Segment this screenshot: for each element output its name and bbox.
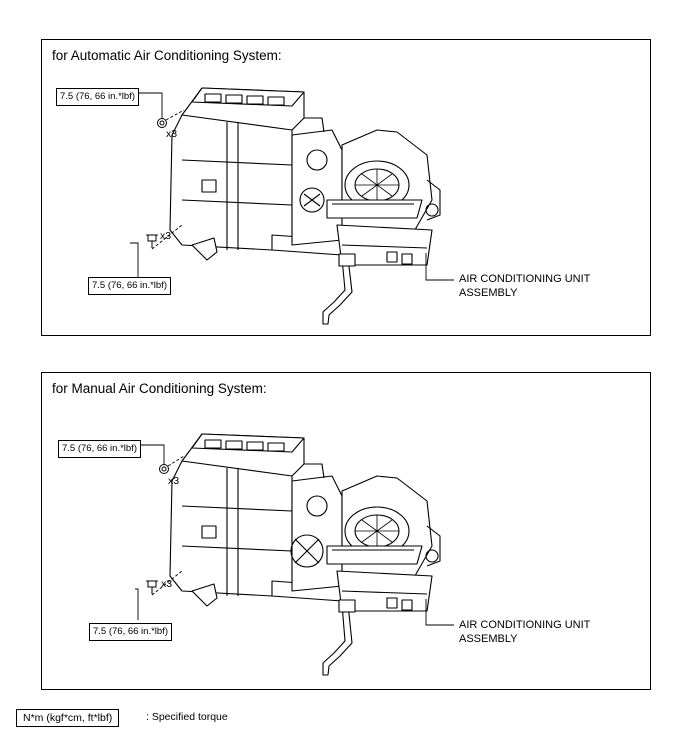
- upper-torque-spec: 7.5 (76, 66 in.*lbf): [56, 88, 139, 106]
- callout-line-2: ASSEMBLY: [459, 633, 518, 645]
- lower-fastener-count: x3: [160, 230, 172, 242]
- panel-title: for Automatic Air Conditioning System:: [52, 48, 282, 63]
- legend-unit-box: N*m (kgf*cm, ft*lbf): [16, 709, 120, 727]
- upper-fastener-count: x3: [166, 128, 178, 140]
- lower-torque-spec: 7.5 (76, 66 in.*lbf): [88, 277, 171, 295]
- legend-description: : Specified torque: [146, 711, 228, 723]
- upper-fastener-count: x3: [168, 475, 180, 487]
- callout-line-1: AIR CONDITIONING UNIT: [459, 619, 591, 631]
- panel-title: for Manual Air Conditioning System:: [52, 381, 267, 396]
- automatic-ac-panel: for Automatic Air Conditioning System:: [41, 39, 651, 336]
- callout-line-1: AIR CONDITIONING UNIT: [459, 273, 591, 285]
- manual-ac-panel: for Manual Air Conditioning System:: [41, 372, 651, 690]
- lower-torque-spec: 7.5 (76, 66 in.*lbf): [89, 623, 172, 641]
- ac-unit-callout: AIR CONDITIONING UNIT ASSEMBLY: [459, 272, 590, 300]
- ac-unit-illustration: [135, 433, 454, 676]
- upper-torque-spec: 7.5 (76, 66 in.*lbf): [58, 440, 141, 458]
- lower-fastener-count: x3: [161, 578, 173, 590]
- ac-unit-callout: AIR CONDITIONING UNIT ASSEMBLY: [459, 618, 590, 646]
- callout-line-2: ASSEMBLY: [459, 287, 518, 299]
- ac-unit-illustration: [130, 87, 454, 325]
